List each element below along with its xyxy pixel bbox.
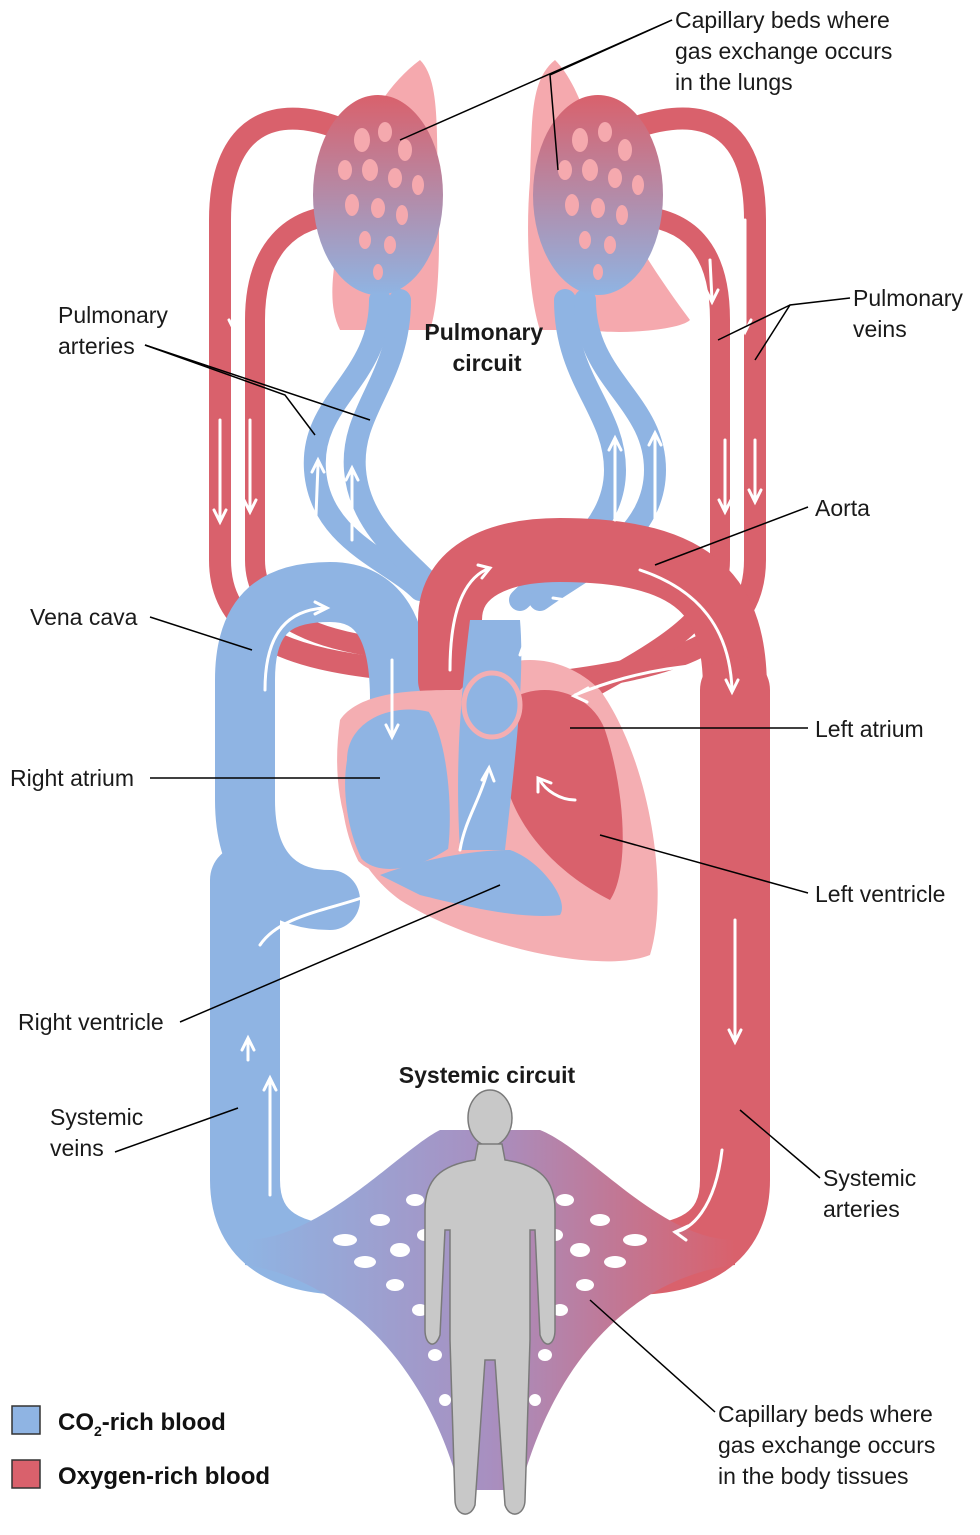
systemic-veins-label: Systemic veins [50,1104,150,1161]
right-atrium-shape [343,707,452,870]
legend-label-co2: CO2-rich blood [58,1409,226,1439]
right-ventricle-label: Right ventricle [18,1009,164,1035]
capillary-lungs-label: Capillary beds where gas exchange occurs… [675,7,899,95]
pulmonary-circuit-label: Pulmonary circuit [424,319,549,376]
left-atrium-label: Left atrium [815,716,924,742]
systemic-arteries-label: Systemic arteries [823,1165,923,1222]
vena-cava-label: Vena cava [30,604,138,630]
capillary-bed-lung-right [533,95,663,295]
systemic-circuit-label: Systemic circuit [399,1062,576,1088]
aorta-label: Aorta [815,495,870,521]
legend-swatch-oxygen [12,1460,40,1488]
legend-swatch-co2 [12,1406,40,1434]
legend: CO2-rich blood Oxygen-rich blood [12,1406,270,1490]
systemic-veins [245,880,350,1260]
right-atrium-label: Right atrium [10,765,134,791]
left-ventricle-label: Left ventricle [815,881,945,907]
valve [464,673,520,737]
pulmonary-veins-label: Pulmonary veins [853,285,969,342]
legend-label-oxygen: Oxygen-rich blood [58,1463,270,1490]
pulmonary-arteries-label: Pulmonary arteries [58,302,174,359]
capillary-body-label: Capillary beds where gas exchange occurs… [718,1401,942,1489]
pulmonary-arteries-left [315,300,440,595]
capillary-bed-lung-left [313,95,443,295]
